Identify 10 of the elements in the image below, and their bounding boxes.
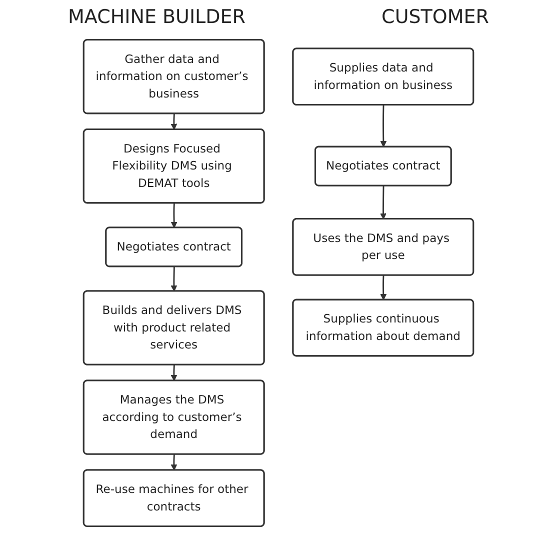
arrow [380, 186, 386, 220]
arrow [170, 266, 178, 292]
arrow [170, 203, 178, 228]
arrow [170, 454, 178, 471]
arrow [380, 105, 387, 148]
column-heading: CUSTOMER [382, 6, 489, 28]
column-heading: MACHINE BUILDER [68, 6, 246, 28]
arrow [380, 275, 387, 300]
arrow [170, 114, 178, 130]
arrow [170, 364, 178, 382]
